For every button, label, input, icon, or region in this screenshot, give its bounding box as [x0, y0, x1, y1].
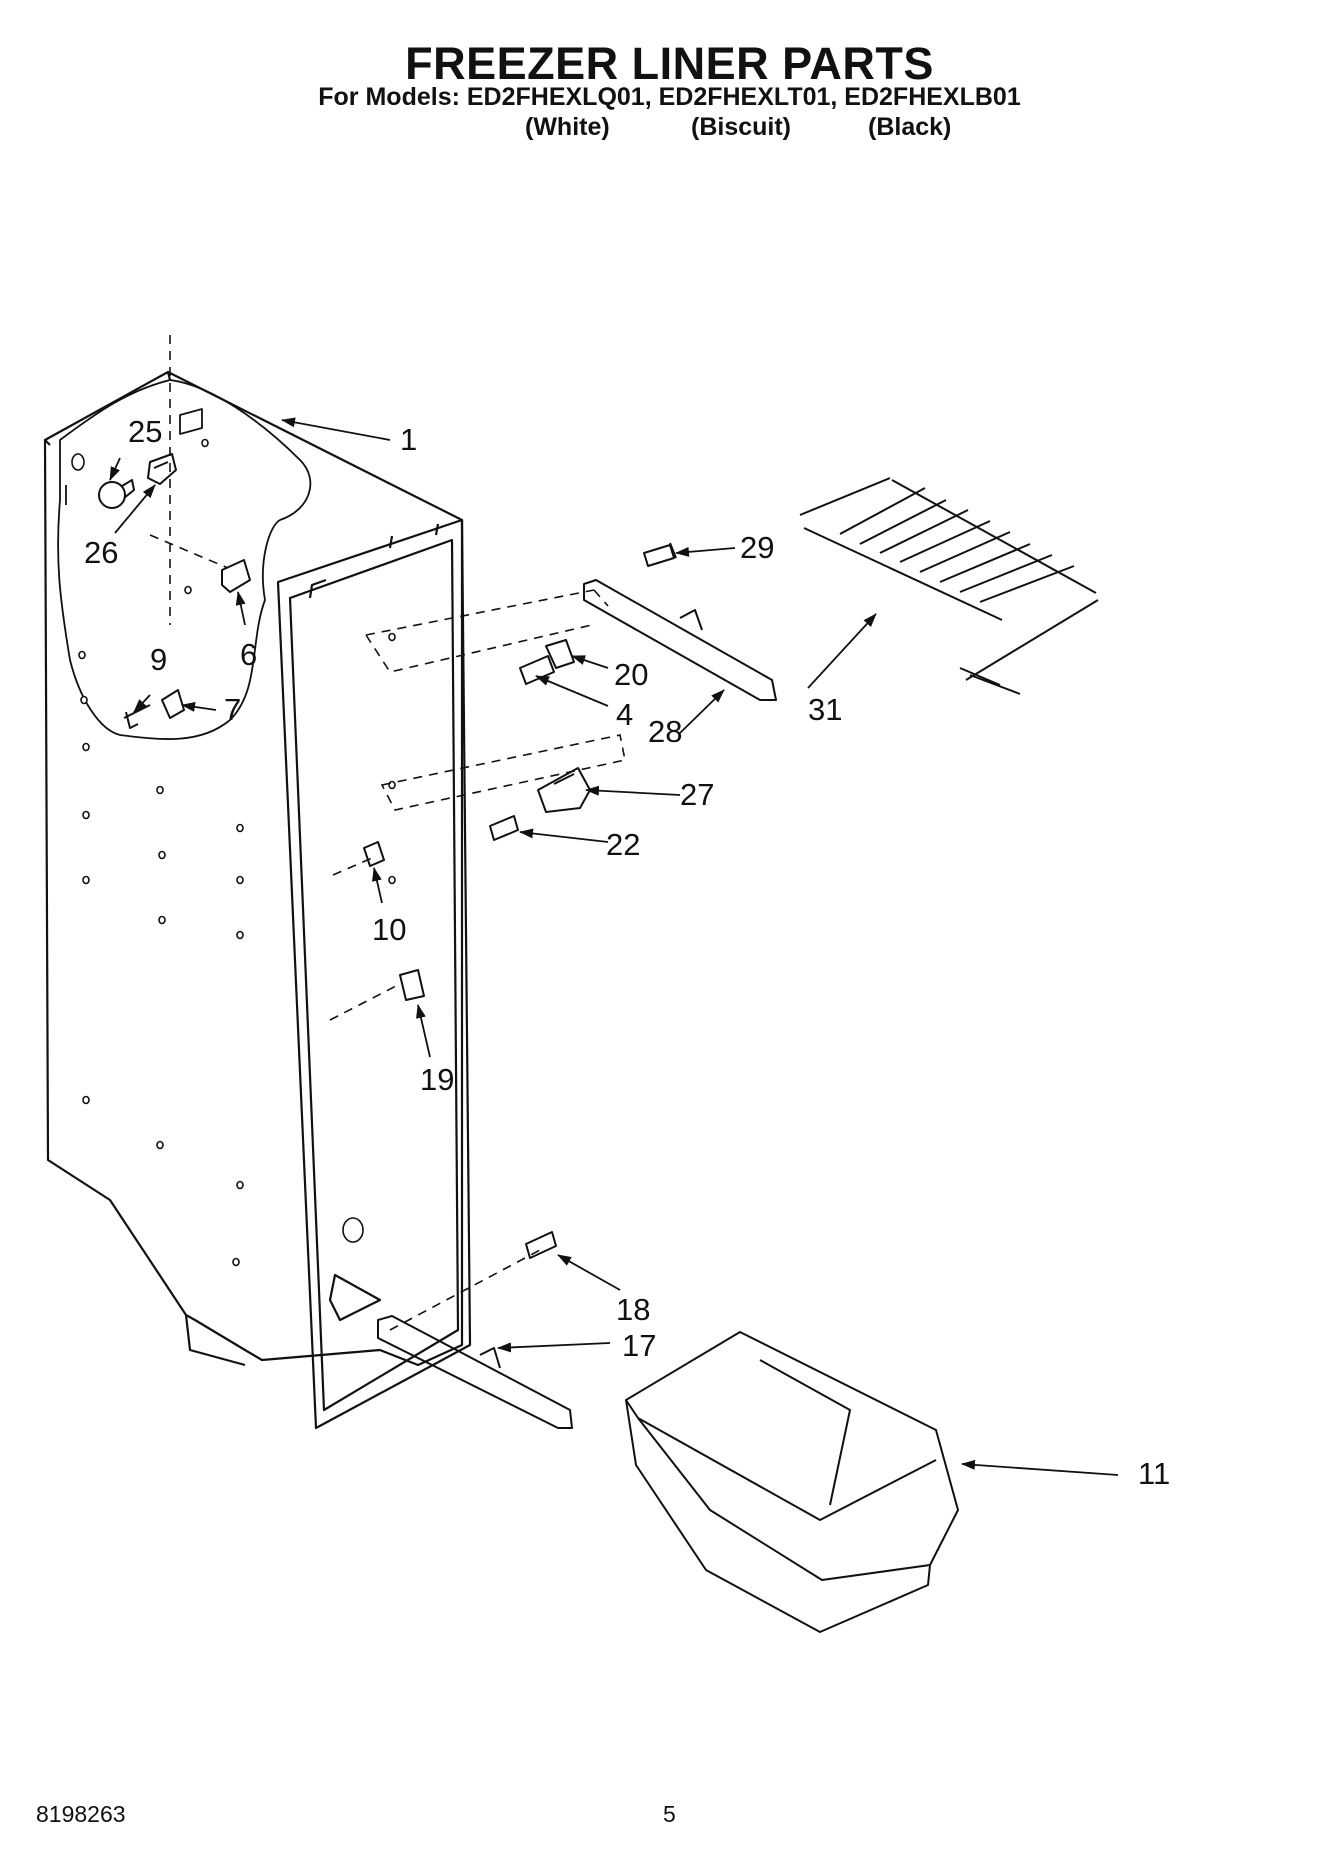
callout-22: 22 [606, 827, 640, 862]
screw-part-10 [363, 841, 385, 867]
callout-28: 28 [648, 714, 682, 749]
liner-cutaway [57, 379, 312, 740]
document-number: 8198263 [36, 1801, 126, 1827]
callout-4: 4 [616, 697, 633, 732]
page-number: 5 [663, 1801, 676, 1827]
variant-biscuit: (Biscuit) [691, 113, 791, 141]
bin-part-11 [625, 1331, 959, 1581]
callout-29: 29 [740, 530, 774, 565]
variant-black: (Black) [868, 113, 952, 141]
callout-27: 27 [680, 777, 714, 812]
callout-11: 11 [1138, 1456, 1170, 1491]
callout-9: 9 [150, 642, 167, 677]
callout-1: 1 [400, 422, 417, 457]
callout-26: 26 [84, 535, 118, 570]
callout-25: 25 [128, 414, 162, 449]
clip-part-7 [161, 689, 185, 719]
callout-7: 7 [224, 692, 241, 727]
screw-part-29 [643, 542, 677, 567]
callout-20: 20 [614, 657, 648, 692]
shelf-part-31 [799, 477, 1099, 695]
model-list: For Models: ED2FHEXLQ01, ED2FHEXLT01, ED… [318, 83, 1021, 111]
bracket-part-27 [537, 767, 591, 813]
bracket-part-6 [221, 559, 251, 593]
screw-part-4 [519, 655, 555, 685]
liner-side-wall [43, 370, 464, 1367]
callout-31: 31 [808, 692, 842, 727]
callout-6: 6 [240, 637, 257, 672]
variant-white: (White) [525, 113, 610, 141]
page-title: FREEZER LINER PARTS [405, 38, 934, 89]
screw-part-22 [489, 815, 519, 841]
screw-part-18 [525, 1231, 557, 1259]
callout-17: 17 [622, 1328, 656, 1363]
socket-part [147, 453, 177, 485]
callout-18: 18 [616, 1292, 650, 1327]
callout-10: 10 [372, 912, 406, 947]
bulb-part [98, 481, 126, 509]
callout-19: 19 [420, 1062, 454, 1097]
liner-front-frame [276, 518, 472, 1430]
rail-part-17 [377, 1315, 573, 1429]
clip-part-19 [399, 969, 425, 1001]
rail-part-28 [583, 579, 777, 701]
